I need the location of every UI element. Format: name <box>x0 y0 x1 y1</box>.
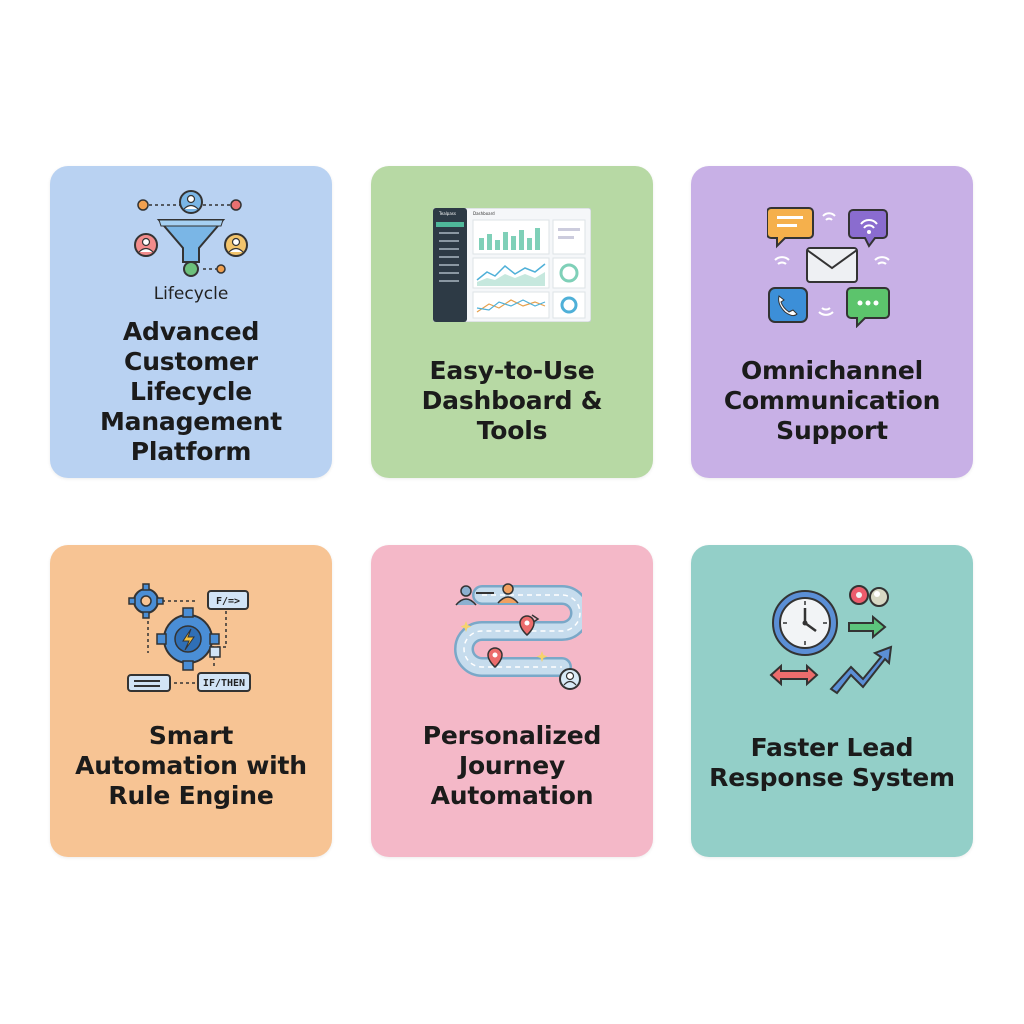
card-title-line: Rule Engine <box>108 781 274 810</box>
card-smart-automation: F/=> IF/THEN Smart Automation with Rule … <box>50 545 332 857</box>
card-personalized-journey: Personalized Journey Automation <box>371 545 653 857</box>
card-title-line: Support <box>776 416 888 445</box>
lifecycle-icon-label: Lifecycle <box>153 284 229 304</box>
rule-condition-label: IF/THEN <box>203 678 245 689</box>
rule-code-label: F/=> <box>216 596 240 607</box>
card-title: Easy-to-Use Dashboard & Tools <box>381 356 643 446</box>
journey-path-icon <box>371 579 653 703</box>
card-title-line: Advanced <box>122 317 260 346</box>
card-title-line: Management <box>99 407 283 436</box>
card-title-line: Omnichannel <box>740 356 924 385</box>
card-title: Faster Lead Response System <box>701 733 963 793</box>
card-title-line: Communication <box>723 386 941 415</box>
speed-clock-icon <box>691 581 973 701</box>
card-title-line: Smart <box>148 721 234 750</box>
dashboard-icon: Tealpass Dashboard <box>371 208 653 322</box>
card-title-line: Dashboard & <box>421 386 603 415</box>
card-title-line: Automation with <box>75 751 307 780</box>
card-title-line: Lifecycle <box>130 377 252 406</box>
card-title: Personalized Journey Automation <box>381 721 643 811</box>
card-title-line: Platform <box>130 437 252 466</box>
card-omnichannel: Omnichannel Communication Support <box>691 166 973 478</box>
card-title-line: Tools <box>476 416 548 445</box>
card-title-line: Easy-to-Use <box>429 356 595 385</box>
funnel-icon <box>50 188 332 278</box>
card-title-line: Customer <box>124 347 258 376</box>
card-lifecycle-management: Lifecycle Advanced Customer Lifecycle Ma… <box>50 166 332 478</box>
card-title-line: Automation <box>430 781 594 810</box>
communication-channels-icon <box>691 204 973 328</box>
card-title: Advanced Customer Lifecycle Management P… <box>60 317 322 467</box>
card-dashboard-tools: Tealpass Dashboard <box>371 166 653 478</box>
automation-gears-icon: F/=> IF/THEN <box>50 583 332 699</box>
card-faster-lead-response: Faster Lead Response System <box>691 545 973 857</box>
card-title: Smart Automation with Rule Engine <box>60 721 322 811</box>
dashboard-header: Dashboard <box>473 211 495 216</box>
card-title-line: Personalized <box>422 721 602 750</box>
card-title-line: Journey <box>458 751 566 780</box>
card-title-line: Response System <box>709 763 955 792</box>
card-title-line: Faster Lead <box>750 733 914 762</box>
dashboard-brand: Tealpass <box>438 211 456 216</box>
card-title: Omnichannel Communication Support <box>701 356 963 446</box>
